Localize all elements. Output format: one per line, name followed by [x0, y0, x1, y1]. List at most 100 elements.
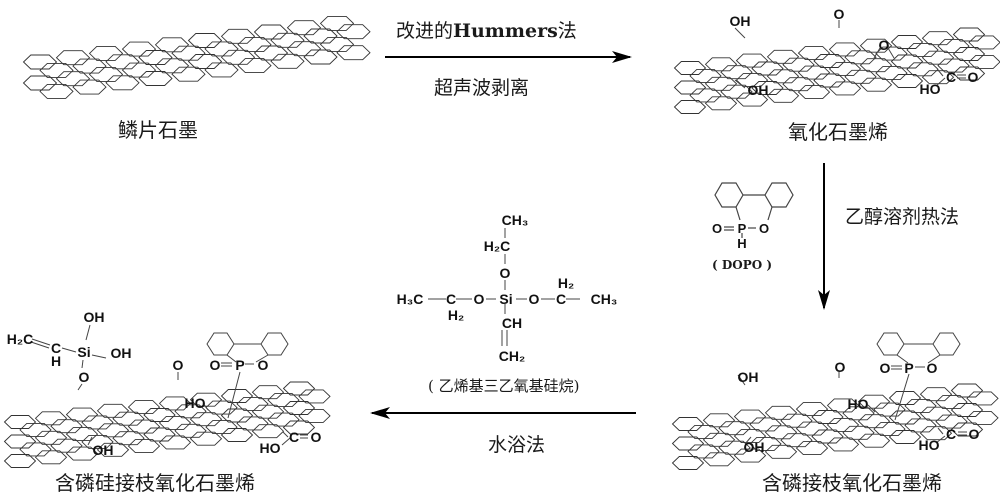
hexagon-ring: [127, 400, 161, 415]
hexagon-ring: [935, 395, 968, 410]
hexagon-ring: [828, 42, 862, 57]
pgo-carbonyl: O: [835, 359, 846, 375]
step2-side-label: 乙醇溶剂热法: [845, 206, 960, 228]
hexagon-ring: [127, 419, 161, 434]
hexagon-ring: [81, 415, 114, 430]
hexagon-ring: [906, 42, 939, 57]
hexagon-ring: [251, 404, 285, 419]
go-epoxy: O: [879, 37, 890, 53]
hexagon-ring: [935, 414, 968, 429]
pgo-carboxyl-ho: HO: [919, 437, 940, 453]
hexagon-ring: [813, 54, 846, 68]
hexagon-ring: [718, 440, 751, 455]
psgo-p: P: [235, 357, 244, 373]
hexagon-ring: [811, 429, 844, 444]
vtes-h3c-left: H₃C: [397, 291, 424, 307]
hexagon-ring: [96, 403, 130, 418]
psgo-functional-groups: [30, 324, 308, 446]
hexagon-ring: [205, 420, 238, 435]
hexagon-ring: [906, 62, 939, 77]
hexagon-ring: [138, 71, 173, 86]
hexagon-ring: [890, 54, 924, 69]
hexagon-ring: [797, 46, 831, 61]
psgo-h2c: H₂C: [7, 331, 33, 347]
dopo-o-ring: O: [759, 221, 769, 236]
hexagon-ring: [121, 41, 157, 57]
hexagon-ring: [3, 454, 37, 468]
hexagon-ring: [88, 66, 124, 82]
hexagon-ring: [127, 439, 161, 454]
p-grafted-go-label: 含磷接枝氧化石墨烯: [762, 471, 942, 495]
hexagon-ring: [3, 415, 37, 429]
hexagon-ring: [204, 62, 239, 78]
p-grafted-go-sheet: [671, 383, 999, 470]
psgo-oh-bottom: OH: [93, 442, 114, 458]
psgo-carboxyl-c: C: [289, 429, 299, 445]
hexagon-ring: [687, 444, 720, 459]
go-oh-top: OH: [730, 13, 751, 29]
hexagon-ring: [735, 92, 769, 107]
hexagon-ring: [671, 436, 705, 451]
hexagon-ring: [890, 35, 924, 49]
pgo-p: P: [904, 360, 913, 376]
psgo-carbonyl: O: [173, 357, 184, 373]
hexagon-ring: [966, 410, 999, 425]
hexagon-ring: [112, 411, 145, 426]
hexagon-ring: [673, 80, 707, 95]
dopo-h: H: [737, 236, 746, 251]
hexagon-ring: [298, 389, 331, 404]
hexagon-ring: [704, 76, 738, 91]
go-oh-bottom: OH: [748, 82, 769, 98]
hexagon-ring: [174, 404, 207, 419]
hexagon-ring: [937, 39, 970, 54]
dopo-o-double: O: [712, 221, 722, 236]
hexagon-ring: [952, 66, 986, 81]
hexagon-ring: [873, 422, 906, 437]
hexagon-ring: [921, 50, 955, 65]
hexagon-ring: [735, 53, 769, 68]
hexagon-ring: [888, 391, 922, 405]
hexagon-ring: [158, 435, 192, 450]
psgo-oh1: OH: [84, 309, 105, 325]
hexagon-ring: [828, 61, 862, 76]
hexagon-ring: [890, 74, 924, 88]
pgo-ho: HO: [848, 396, 869, 412]
hexagon-ring: [795, 402, 829, 417]
hexagon-ring: [121, 62, 157, 78]
hexagon-ring: [764, 405, 798, 420]
hexagon-ring: [937, 58, 970, 73]
hexagon-ring: [267, 393, 300, 408]
hexagon-ring: [749, 417, 782, 432]
hexagon-ring: [143, 427, 176, 442]
hexagon-ring: [236, 416, 269, 431]
hexagon-ring: [138, 50, 173, 65]
hexagon-ring: [236, 396, 269, 411]
hexagon-ring: [105, 75, 140, 91]
psgo-h: H: [51, 353, 61, 369]
hexagon-ring: [286, 41, 322, 57]
vtes-ch3-right: CH₃: [591, 291, 618, 307]
vtes-ch: CH: [502, 315, 522, 331]
step1-below-label: 超声波剥离: [434, 77, 530, 99]
p-si-grafted-go-sheet: [3, 381, 331, 468]
hexagon-ring: [842, 425, 875, 440]
hexagon-ring: [143, 408, 176, 422]
hexagon-ring: [888, 430, 922, 444]
pgo-oh-top: OH: [738, 369, 759, 385]
dopo-p: P: [738, 221, 747, 236]
pgo-oh-bottom: OH: [744, 439, 765, 455]
psgo-o-link: O: [79, 369, 90, 385]
pgo-p-o1: O: [880, 360, 891, 376]
hexagon-ring: [253, 45, 289, 61]
hexagon-ring: [112, 431, 145, 446]
hexagon-ring: [50, 419, 83, 434]
hexagon-ring: [704, 96, 738, 111]
hexagon-ring: [3, 434, 37, 449]
hexagon-ring: [968, 54, 1000, 69]
hexagon-ring: [189, 392, 223, 407]
hexagon-ring: [968, 35, 1000, 50]
hexagon-ring: [811, 410, 844, 424]
hexagon-ring: [795, 441, 829, 456]
hexagon-ring: [671, 456, 705, 470]
